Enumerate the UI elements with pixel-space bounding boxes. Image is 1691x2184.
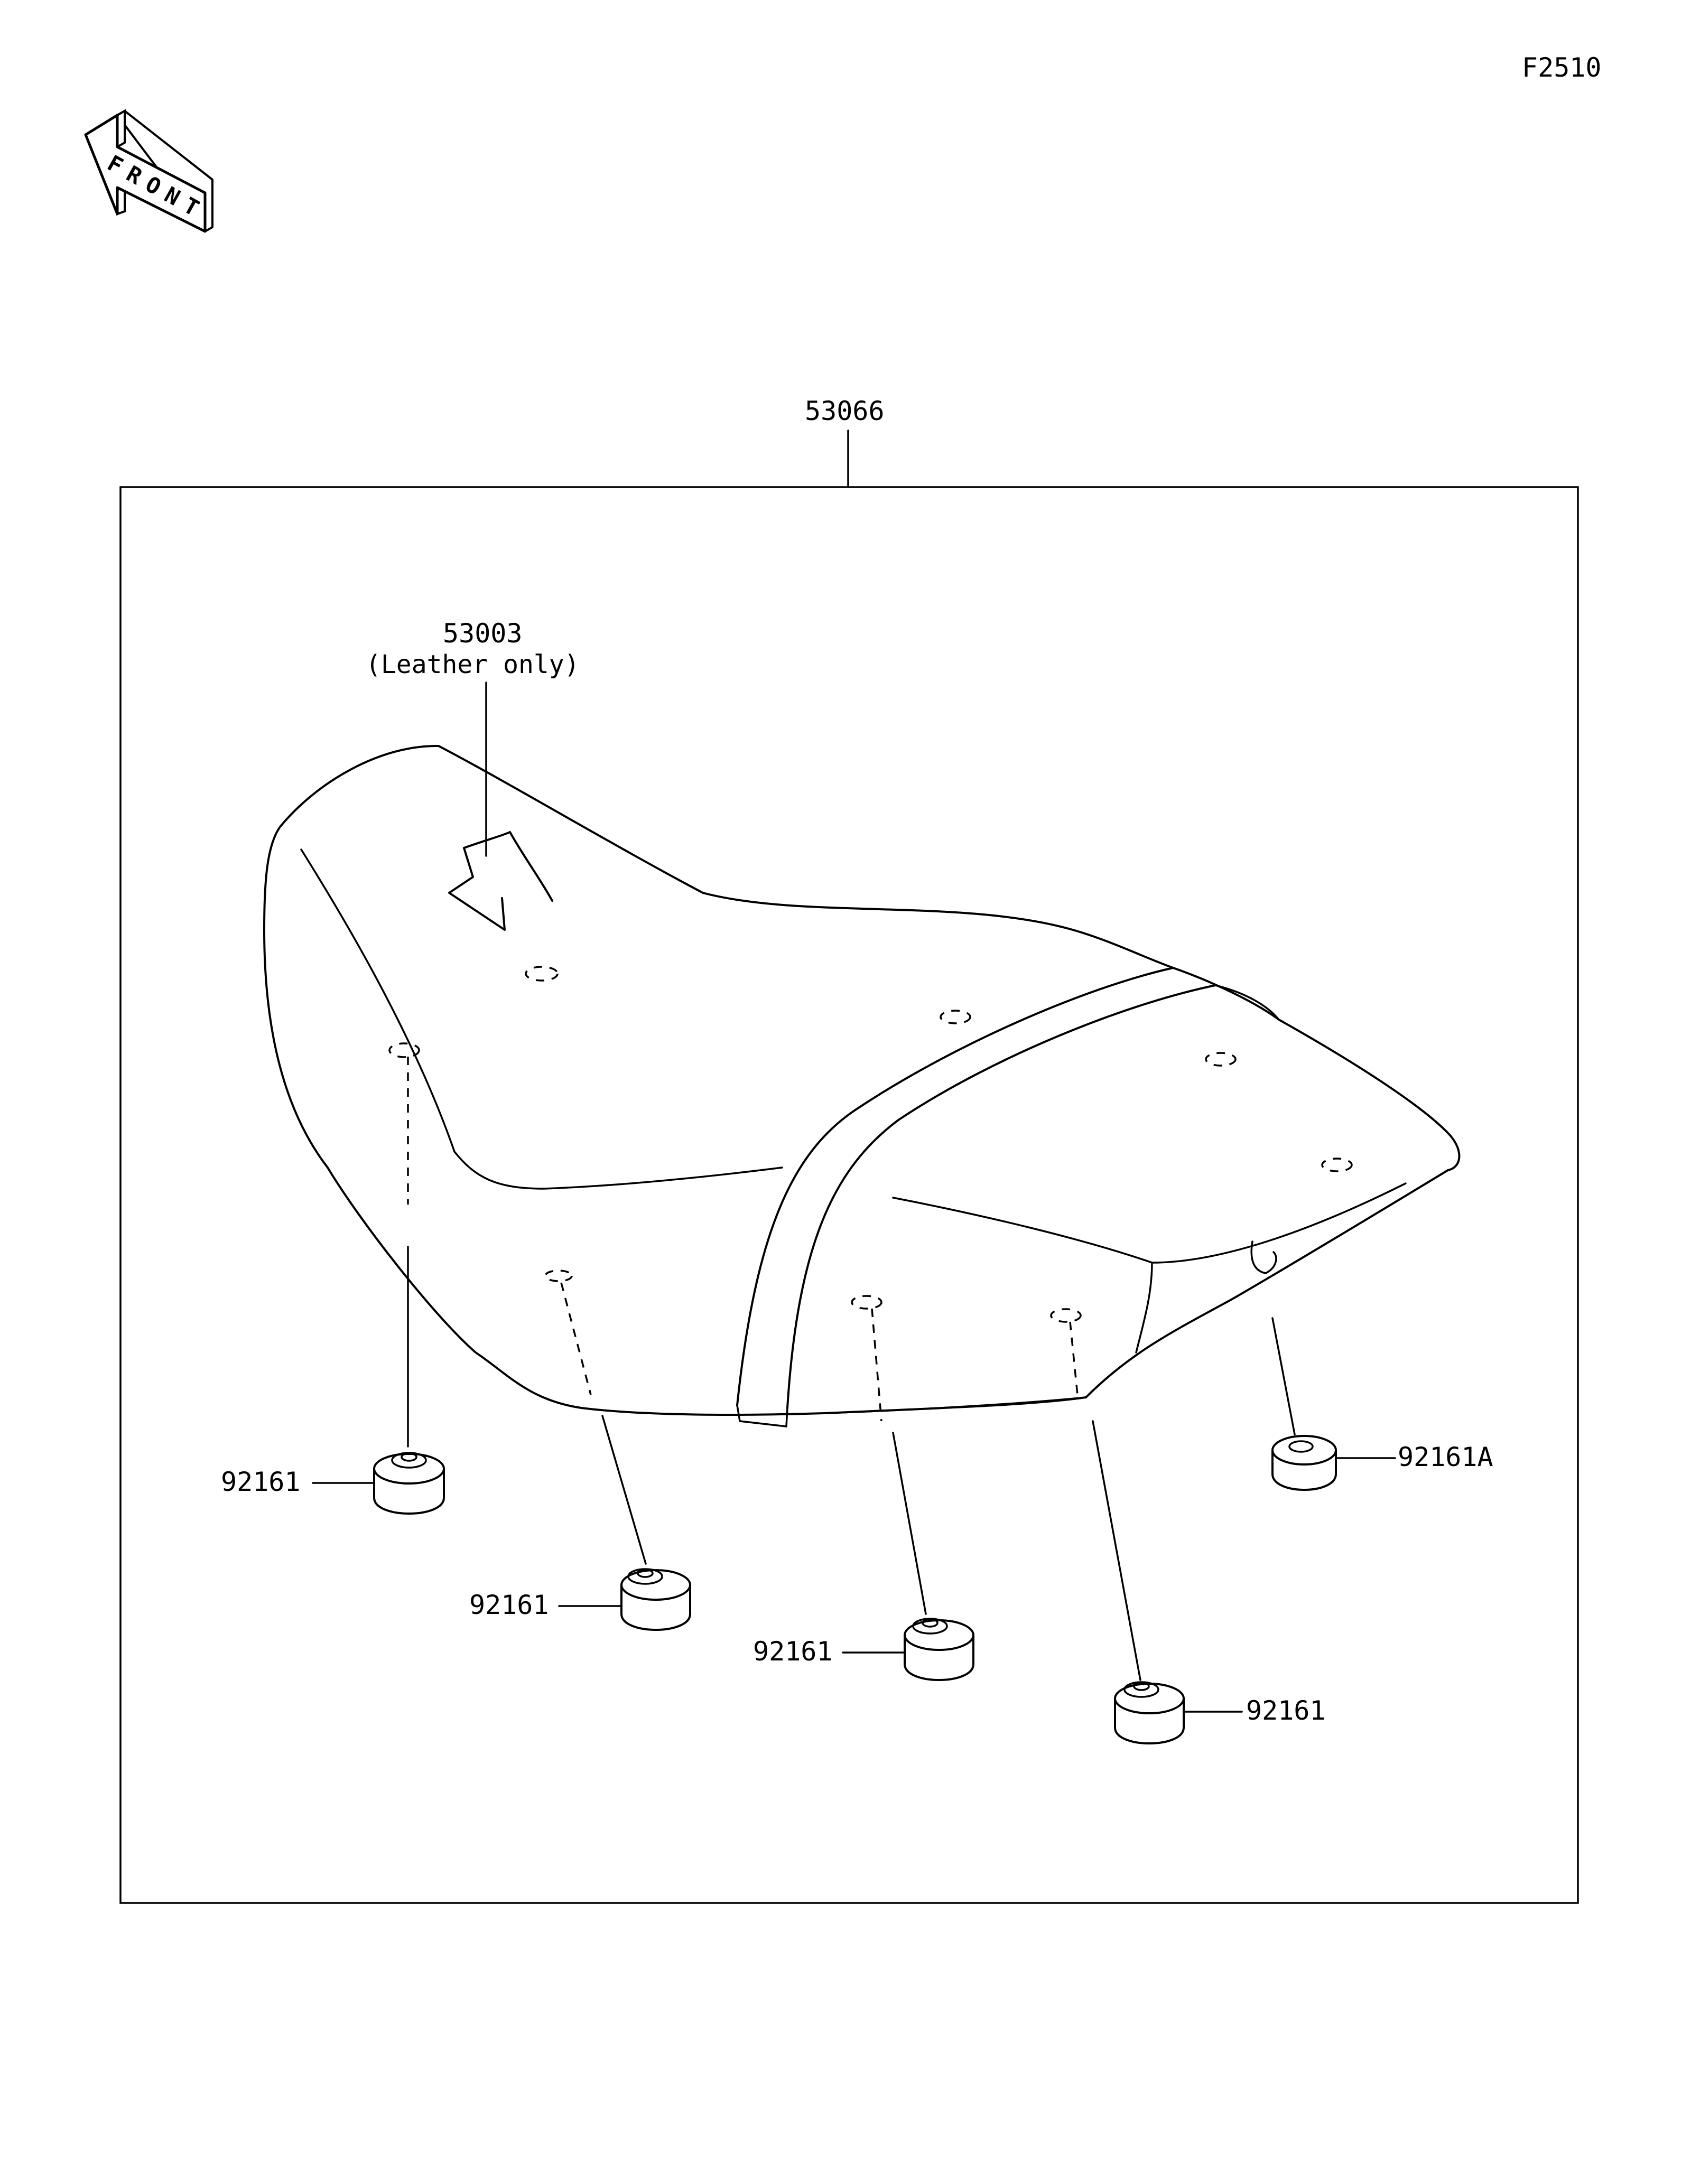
callout-53066: 53066 [805,396,885,426]
rubber-damper-1 [373,1452,445,1515]
stud-marks [388,966,1353,1323]
rubber-damper-a [1271,1435,1337,1491]
figure-code: F2510 [1522,52,1602,83]
callout-92161A: 92161A [1398,1442,1493,1472]
callout-92161-1: 92161 [221,1467,301,1497]
callout-92161-3: 92161 [753,1636,833,1667]
callout-53003: 53003 [443,618,523,649]
rubber-damper-3 [904,1618,974,1681]
kit-frame [119,486,1579,1904]
front-arrow-icon: FRONT [84,109,213,233]
seat-drawing [263,744,1461,1427]
rubber-damper-4 [1114,1681,1185,1744]
callout-92161-4: 92161 [1246,1695,1326,1726]
rubber-damper-2 [620,1568,691,1631]
callout-92161-2: 92161 [469,1590,549,1620]
callout-leather-note: (Leather only) [366,650,580,679]
